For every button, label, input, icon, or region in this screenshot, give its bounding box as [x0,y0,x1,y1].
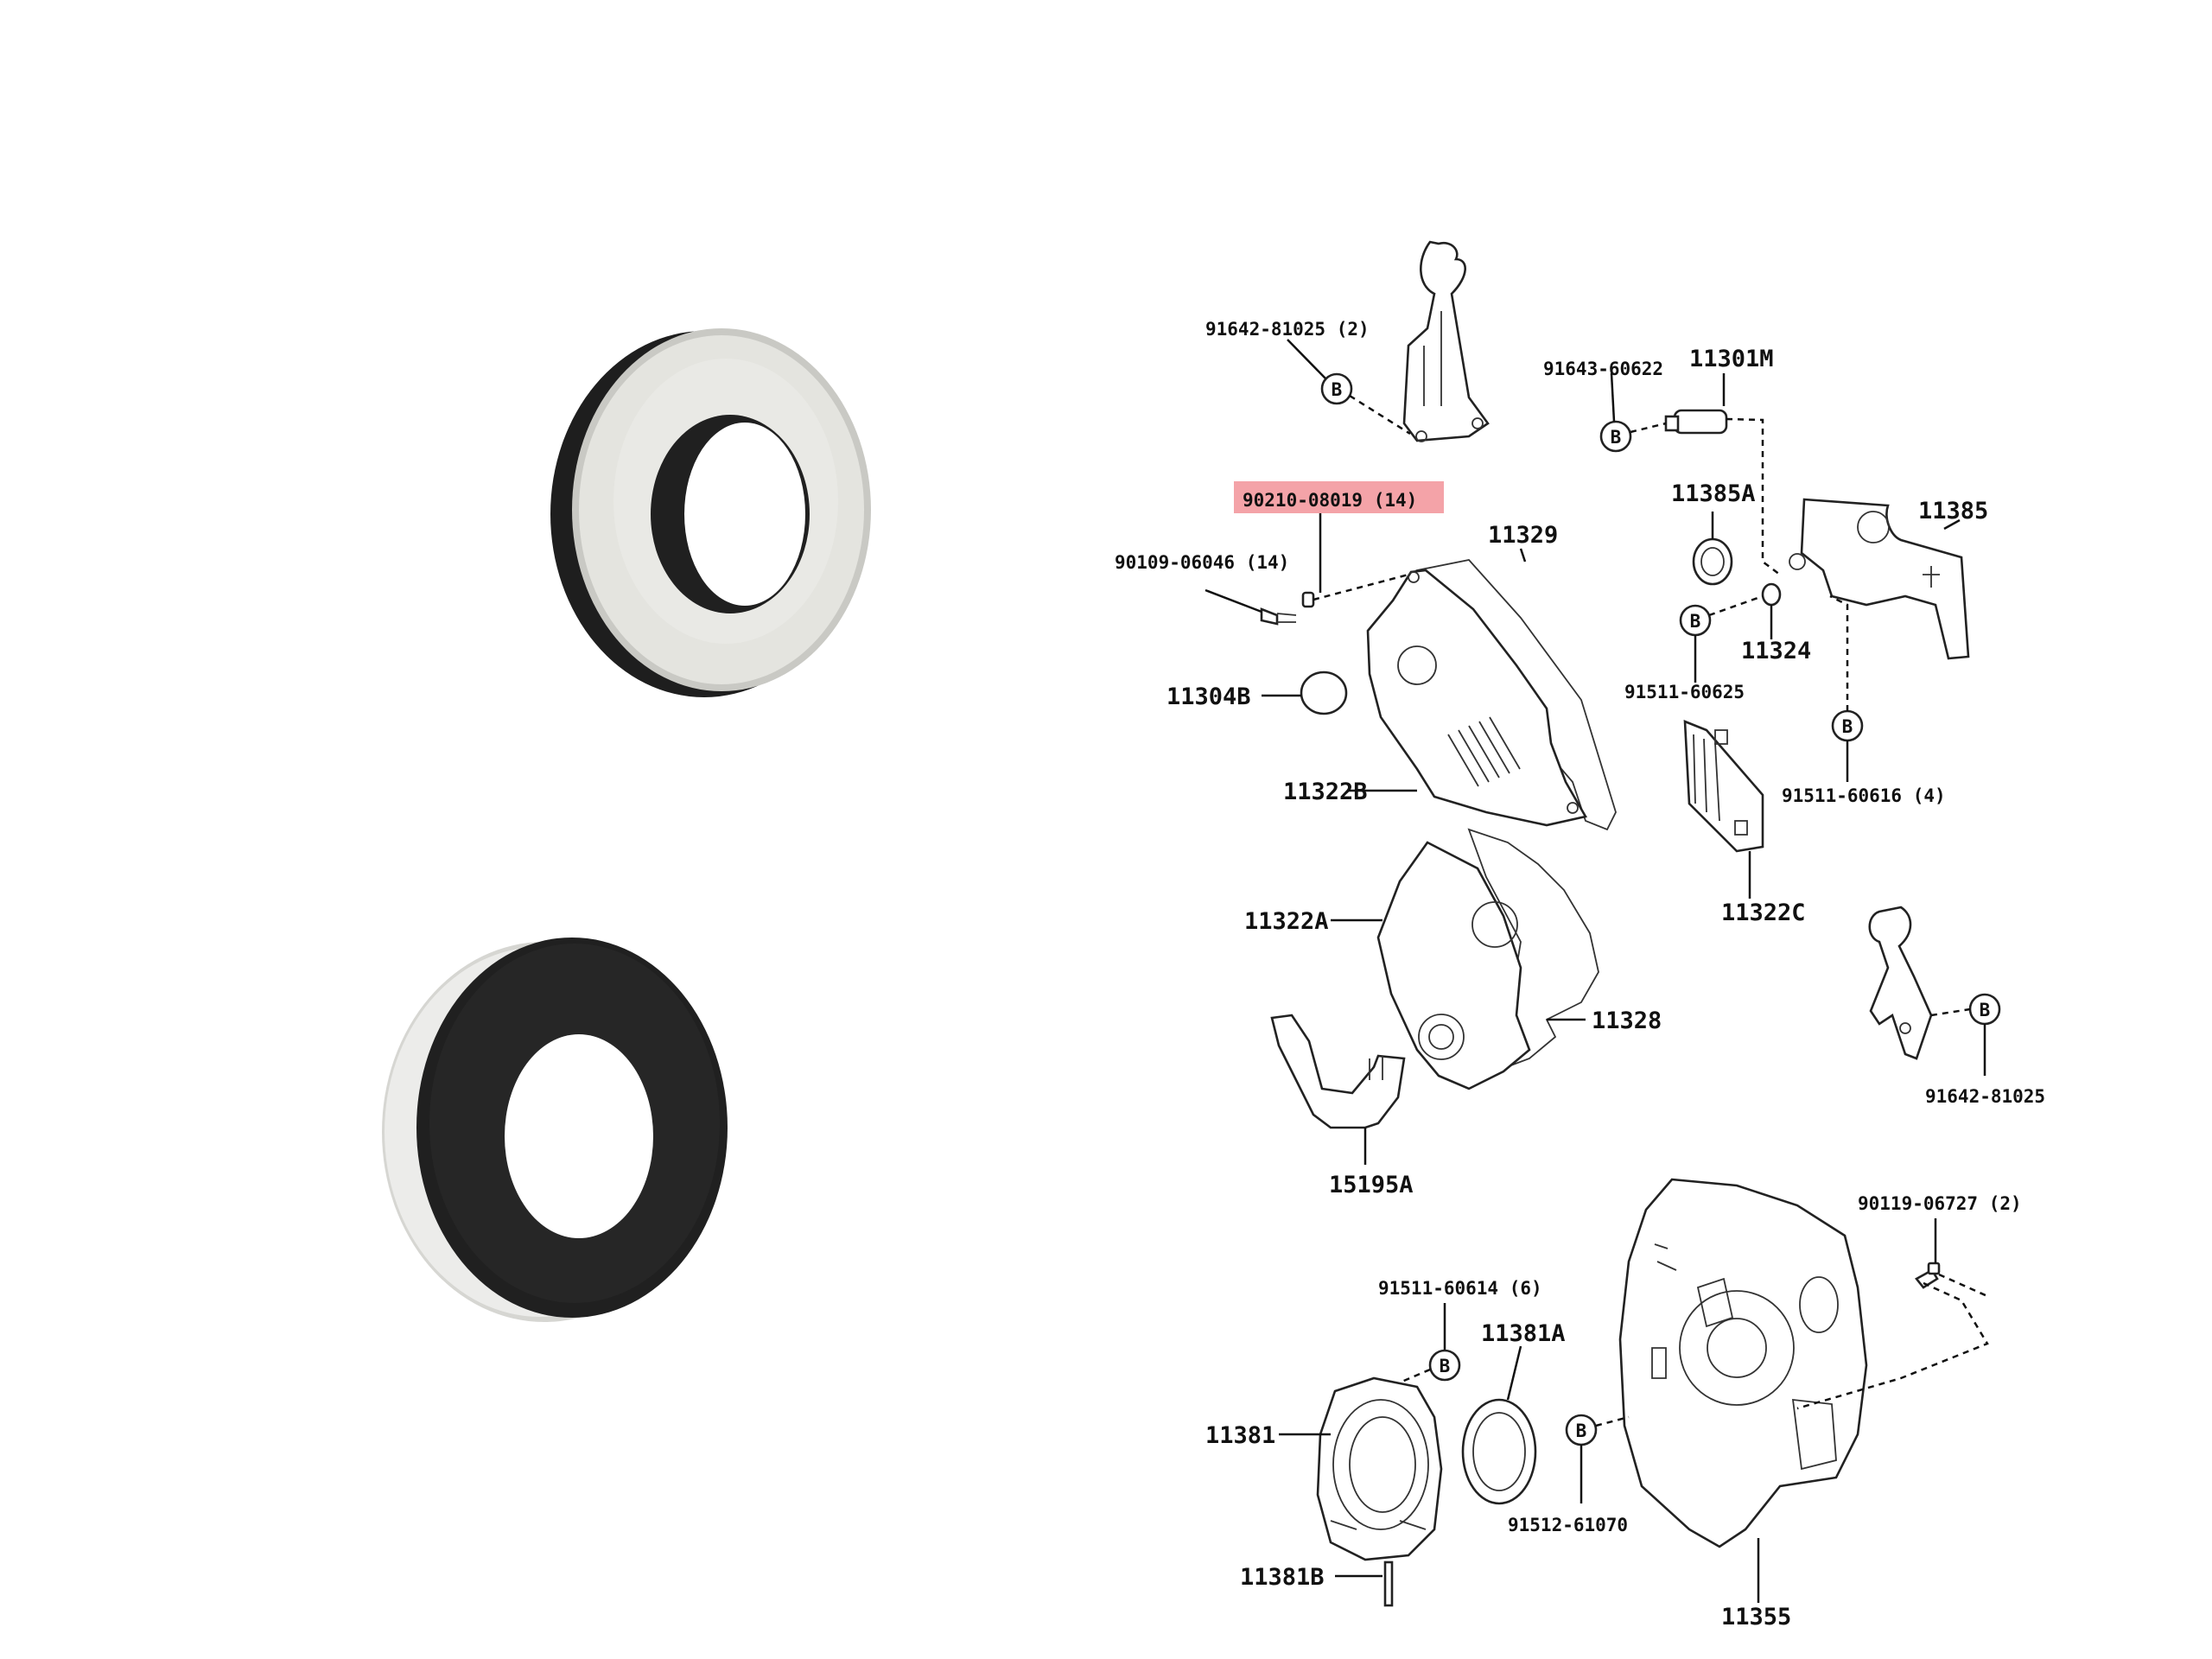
end-plate-11355 [1618,1178,1868,1548]
svg-text:B: B [1332,379,1343,400]
bolt-marker-b: B [1428,1349,1461,1382]
label-91511-60614: 91511-60614 (6) [1378,1278,1542,1299]
pin-11381b [1383,1560,1394,1607]
oil-seal-11381a [1461,1398,1537,1505]
part-labels: 91642-81025 (2) 91643-60622 11301M 90210… [1115,319,2045,1630]
engine-hanger-top [1402,240,1490,442]
label-91643-60622: 91643-60622 [1543,359,1663,379]
bolt-marker-b: B [1599,420,1632,453]
bolt-marker-b: B [1679,604,1712,637]
bracket-11385 [1789,498,1970,660]
label-11385a: 11385A [1671,480,1756,507]
washer-photo-silver [550,328,871,697]
label-11381a: 11381A [1481,1320,1566,1347]
label-11381: 11381 [1205,1422,1275,1449]
label-11324: 11324 [1741,638,1811,664]
timing-cover-upper [1366,559,1617,831]
svg-text:B: B [1980,1000,1991,1020]
label-11385: 11385 [1918,498,1988,524]
bolt-marker-b: B [1968,993,2001,1026]
svg-text:B: B [1611,427,1622,448]
washer-photo-rubber [382,938,728,1322]
label-11322c: 11322C [1721,899,1806,926]
bolt-marker-b: B [1320,372,1353,405]
label-91511-60616: 91511-60616 (4) [1782,785,1946,806]
bolt-90119 [1915,1262,1941,1289]
svg-text:B: B [1842,716,1853,737]
cover-11322c [1683,720,1764,853]
label-91512-61070: 91512-61070 [1508,1515,1628,1535]
svg-text:B: B [1690,611,1701,632]
timing-cover-lower [1376,828,1599,1090]
svg-text:B: B [1576,1421,1587,1441]
label-91642-81025-2: 91642-81025 (2) [1205,319,1370,340]
label-11381b: 11381B [1240,1564,1325,1591]
label-11322b: 11322B [1283,779,1368,805]
oil-seal-11385a [1692,537,1733,586]
label-11329: 11329 [1488,522,1558,549]
bracket-15195a [1270,1014,1406,1129]
label-11355: 11355 [1721,1604,1791,1630]
sensor-part [1664,409,1728,435]
label-11322a: 11322A [1244,908,1329,935]
label-15195a: 15195A [1329,1172,1414,1198]
label-90109-06046: 90109-06046 (14) [1115,552,1289,573]
label-91511-60625: 91511-60625 [1624,682,1745,702]
retainer-11381 [1316,1376,1443,1561]
label-90119-06727: 90119-06727 (2) [1858,1193,2022,1214]
label-90210-08019-highlighted: 90210-08019 (14) [1243,490,1417,511]
label-11301m: 11301M [1689,346,1774,372]
bushing-11324 [1761,582,1782,607]
bolt-90109 [1260,591,1315,626]
engine-hanger-right [1868,906,1933,1060]
highlight-box [1234,481,1444,513]
leader-lines [1205,339,1989,1603]
bolt-markers: B B B B B B B [1320,372,2001,1446]
label-11304b: 11304B [1166,683,1251,710]
bolt-marker-b: B [1831,709,1864,742]
label-11328: 11328 [1592,1007,1662,1034]
plug-11304b [1300,671,1348,715]
bolt-marker-b: B [1565,1414,1598,1446]
svg-text:B: B [1440,1356,1451,1376]
label-91642-81025: 91642-81025 [1925,1086,2045,1107]
